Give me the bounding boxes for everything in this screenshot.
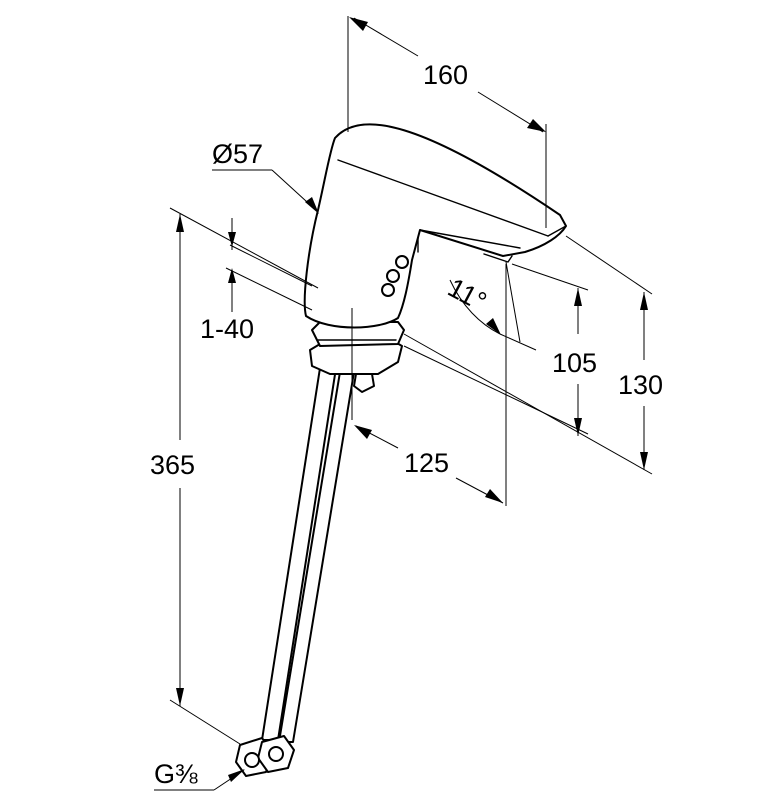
dimension-365: 365 (150, 207, 319, 745)
dimension-adjust-range: 1-40 (200, 218, 313, 344)
dimension-label-130: 130 (618, 370, 663, 400)
sensor-icon (381, 237, 419, 297)
dimension-label-160: 160 (423, 60, 468, 90)
dimension-105: 105 (403, 263, 597, 436)
dimension-label-adjust-range: 1-40 (200, 314, 254, 344)
spout-edge (337, 159, 549, 237)
dimension-130: 130 (403, 235, 663, 475)
dimension-label-diameter: Ø57 (212, 139, 263, 169)
dimension-label-365: 365 (150, 450, 195, 480)
faucet-body (303, 123, 567, 329)
dimension-label-angle: 11° (443, 272, 491, 317)
dimension-160: 160 (347, 16, 547, 228)
dimension-label-105: 105 (552, 348, 597, 378)
dimension-125: 125 (351, 264, 507, 506)
base-nut (309, 321, 405, 393)
hose-fittings (235, 735, 295, 777)
dimension-diameter: Ø57 (212, 139, 319, 214)
dimension-angle: 11° (443, 261, 537, 351)
aerator (483, 253, 513, 263)
supply-hoses (261, 367, 355, 743)
faucet (235, 123, 567, 777)
dimension-label-125: 125 (404, 448, 449, 478)
dimension-label-thread: G⅜ (154, 759, 198, 789)
dimension-thread: G⅜ (154, 759, 245, 791)
